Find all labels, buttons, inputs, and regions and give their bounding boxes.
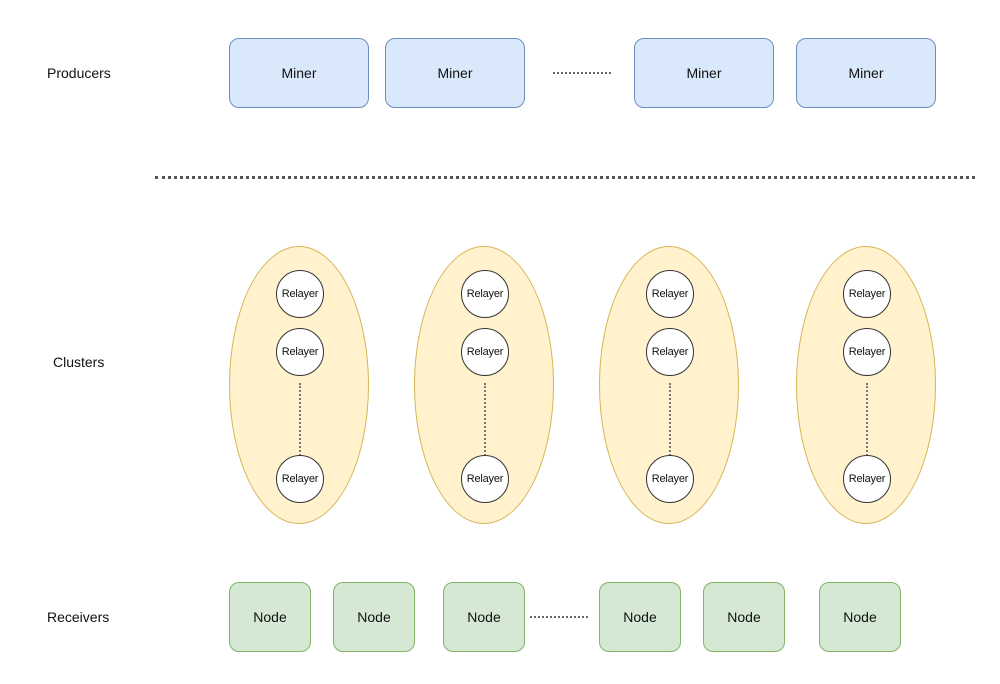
miner-box: Miner bbox=[796, 38, 936, 108]
miner-box: Miner bbox=[385, 38, 525, 108]
relayer-node: Relayer bbox=[843, 270, 891, 318]
receiver-node: Node bbox=[443, 582, 525, 652]
receiver-node: Node bbox=[599, 582, 681, 652]
receivers-ellipsis-connector bbox=[530, 616, 588, 618]
cluster-ellipsis-connector bbox=[299, 383, 301, 459]
miner-box: Miner bbox=[634, 38, 774, 108]
relayer-node: Relayer bbox=[843, 455, 891, 503]
relayer-node: Relayer bbox=[276, 455, 324, 503]
cluster-ellipsis-connector bbox=[669, 383, 671, 459]
clusters-label: Clusters bbox=[53, 354, 105, 370]
cluster-ellipsis-connector bbox=[484, 383, 486, 459]
producers-ellipsis-connector bbox=[553, 72, 611, 74]
relayer-node: Relayer bbox=[646, 455, 694, 503]
producers-label: Producers bbox=[47, 65, 111, 81]
relayer-cluster: Relayer Relayer Relayer bbox=[796, 246, 936, 524]
relayer-cluster: Relayer Relayer Relayer bbox=[229, 246, 369, 524]
relayer-node: Relayer bbox=[646, 270, 694, 318]
miner-box: Miner bbox=[229, 38, 369, 108]
relayer-node: Relayer bbox=[461, 328, 509, 376]
receiver-node: Node bbox=[333, 582, 415, 652]
receivers-label: Receivers bbox=[47, 609, 110, 625]
layer-separator bbox=[155, 176, 975, 179]
relayer-node: Relayer bbox=[461, 270, 509, 318]
receiver-node: Node bbox=[819, 582, 901, 652]
receiver-node: Node bbox=[703, 582, 785, 652]
relayer-node: Relayer bbox=[843, 328, 891, 376]
relayer-node: Relayer bbox=[646, 328, 694, 376]
receiver-node: Node bbox=[229, 582, 311, 652]
relayer-node: Relayer bbox=[461, 455, 509, 503]
cluster-ellipsis-connector bbox=[866, 383, 868, 459]
relayer-cluster: Relayer Relayer Relayer bbox=[599, 246, 739, 524]
relayer-node: Relayer bbox=[276, 328, 324, 376]
relayer-node: Relayer bbox=[276, 270, 324, 318]
relayer-cluster: Relayer Relayer Relayer bbox=[414, 246, 554, 524]
